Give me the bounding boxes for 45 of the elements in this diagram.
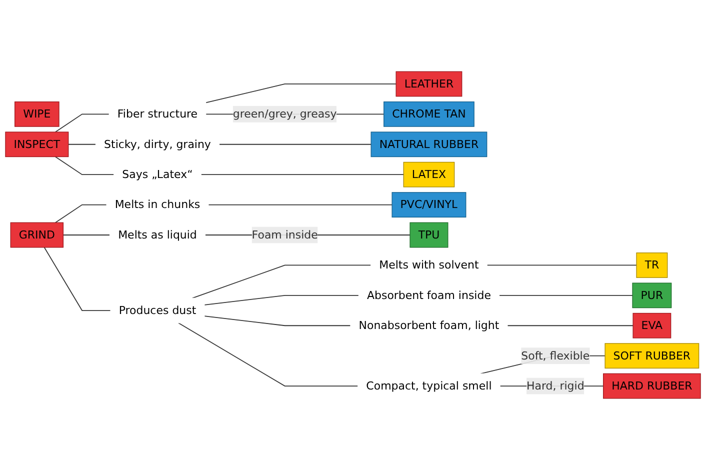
- node-box: LATEX: [403, 162, 455, 188]
- connector: [204, 294, 360, 306]
- connector: [200, 174, 404, 176]
- connector: [54, 204, 108, 224]
- node-box: WIPE: [14, 101, 60, 127]
- connector: [44, 246, 112, 311]
- edge-label: green/grey, greasy: [232, 107, 337, 120]
- node-box: GRIND: [10, 222, 64, 248]
- node-text: Melts with solvent: [379, 258, 479, 272]
- node-box: INSPECT: [5, 132, 69, 158]
- connector: [498, 294, 633, 296]
- node-box: TPU: [410, 222, 448, 248]
- edge-label: Hard, rigid: [526, 379, 584, 392]
- node-box: HARD RUBBER: [603, 373, 701, 399]
- node-box: SOFT RUBBER: [604, 343, 700, 369]
- node-box: PVC/VINYL: [392, 192, 466, 218]
- connector: [178, 322, 358, 386]
- node-box: NATURAL RUBBER: [370, 132, 488, 158]
- node-text: Fiber structure: [117, 107, 198, 120]
- node-box: LEATHER: [396, 71, 462, 97]
- node-text: Melts as liquid: [118, 228, 197, 242]
- node-box: EVA: [632, 312, 672, 338]
- node-text: Compact, typical smell: [366, 379, 492, 392]
- edge-label: Soft, flexible: [521, 348, 590, 362]
- connector: [506, 325, 634, 326]
- node-box: CHROME TAN: [384, 101, 474, 127]
- connector: [204, 316, 351, 326]
- node-text: Absorbent foam inside: [366, 288, 491, 302]
- connector: [62, 234, 110, 236]
- node-box: PUR: [632, 282, 672, 308]
- connector: [208, 204, 393, 206]
- node-text: Nonabsorbent foam, light: [358, 318, 500, 332]
- edge-label: Foam inside: [252, 228, 318, 242]
- connector: [192, 264, 372, 299]
- connector: [54, 156, 114, 176]
- connector: [218, 144, 372, 145]
- connector: [68, 144, 96, 145]
- connector: [54, 114, 110, 132]
- connector: [486, 264, 637, 266]
- node-text: Melts in chunks: [114, 198, 200, 211]
- node-text: Sticky, dirty, grainy: [104, 138, 211, 151]
- connector: [205, 84, 397, 104]
- node-text: Says „Latex“: [122, 168, 193, 181]
- node-box: TR: [636, 252, 668, 278]
- node-text: Produces dust: [118, 304, 196, 317]
